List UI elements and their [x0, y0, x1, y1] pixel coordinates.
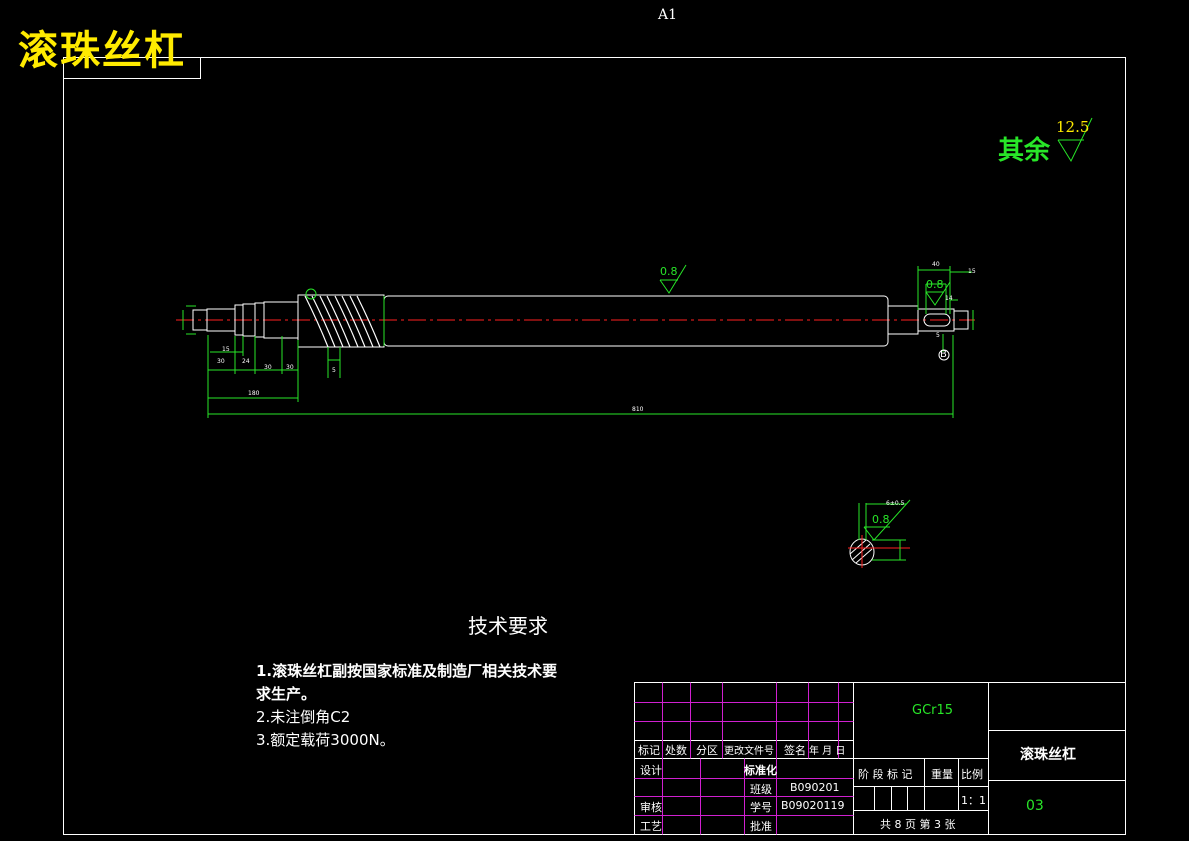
- dim-d5: 15: [222, 346, 230, 353]
- dimension-lines: [182, 266, 974, 418]
- tech-req-item-1b: 求生产。: [256, 685, 317, 703]
- drawing-title: 滚珠丝杠: [18, 28, 186, 74]
- tb-material: GCr15: [912, 703, 954, 718]
- dim-sub-length: 180: [248, 390, 260, 397]
- drawing-frame: [63, 57, 1126, 835]
- dim-key-offset: 15: [968, 268, 976, 275]
- title-block-grid: [634, 682, 1126, 835]
- tb-approve-label: 批准: [750, 820, 772, 833]
- tb-standard-label: 标准化: [744, 764, 777, 777]
- section-ref-circle: [938, 349, 950, 361]
- tb-header-change-doc: 更改文件号: [724, 746, 774, 757]
- section-ref-letter: B: [940, 349, 947, 360]
- dim-thread-pitch: 5: [332, 367, 336, 374]
- dim-d3: 30: [264, 364, 272, 371]
- tb-class-value: B090201: [790, 781, 840, 794]
- roughness-right-value: 0.8: [926, 278, 944, 291]
- tech-req-item-2: 2.未注倒角C2: [256, 708, 351, 726]
- dim-key-width: 5: [936, 332, 940, 339]
- tb-scale-label: 比例: [961, 768, 983, 781]
- roughness-center-value: 0.8: [660, 265, 678, 278]
- section-view: [848, 503, 910, 568]
- tb-header-sign: 签名: [784, 744, 806, 757]
- roughness-other-value: 12.5: [1056, 118, 1090, 136]
- tb-process-label: 工艺: [640, 820, 662, 833]
- dim-total-length: 810: [632, 406, 644, 413]
- tb-weight-label: 重量: [931, 768, 953, 781]
- tb-scale-value: 1：1: [961, 794, 986, 807]
- tb-header-date: 年 月 日: [809, 746, 846, 757]
- shaft-outline: [192, 294, 969, 348]
- tb-student-value: B09020119: [781, 799, 845, 812]
- tb-part-name: 滚珠丝杠: [1020, 747, 1076, 763]
- tb-drawing-number: 03: [1026, 798, 1044, 814]
- thread-detail-circle: [305, 288, 317, 300]
- tb-review-label: 审核: [640, 801, 662, 814]
- dim-d1: 30: [217, 358, 225, 365]
- dim-d4: 30: [286, 364, 294, 371]
- tb-sheets: 共 8 页 第 3 张: [880, 818, 956, 831]
- dim-section-width: 6±0.5: [886, 500, 905, 507]
- roughness-section-value: 0.8: [872, 513, 890, 526]
- roughness-other-label: 其余: [998, 136, 1051, 166]
- sheet-size-label: A1: [658, 7, 678, 23]
- roughness-symbols: [659, 117, 1093, 541]
- tech-req-heading: 技术要求: [468, 614, 548, 638]
- tech-req-item-1: 1.滚珠丝杠副按国家标准及制造厂相关技术要: [256, 662, 558, 680]
- tb-class-label: 班级: [750, 783, 772, 796]
- thread-helix: [304, 295, 381, 348]
- tb-header-zone: 分区: [696, 744, 718, 757]
- dim-key-height: 14: [945, 295, 953, 302]
- tb-header-count: 处数: [665, 744, 687, 757]
- tb-header-mark: 标记: [638, 744, 660, 757]
- tech-req-item-3: 3.额定载荷3000N。: [256, 731, 395, 749]
- tb-student-label: 学号: [750, 801, 772, 814]
- tb-stage-mark: 阶 段 标 记: [858, 768, 913, 781]
- dim-d2: 24: [242, 358, 250, 365]
- title-corner-box: [63, 57, 201, 79]
- tb-design-label: 设计: [640, 764, 662, 777]
- dim-key-length: 40: [932, 261, 940, 268]
